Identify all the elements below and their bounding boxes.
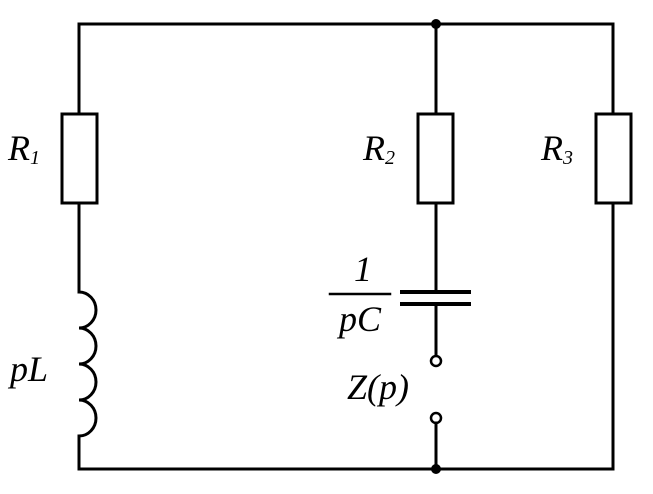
label-inductor: pL xyxy=(7,349,48,389)
label-r1-main: R xyxy=(7,128,30,168)
label-r3-sub: 3 xyxy=(562,147,573,169)
label-r2-sub: 2 xyxy=(385,147,395,169)
inductor-coil xyxy=(78,290,98,438)
label-r3: R3 xyxy=(540,128,573,169)
label-r1: R1 xyxy=(7,128,40,169)
junction-bottom xyxy=(431,464,441,474)
label-capacitor-numerator: 1 xyxy=(354,249,372,289)
label-capacitor-denominator: pC xyxy=(336,299,382,339)
label-r1-sub: 1 xyxy=(30,147,40,169)
junction-top xyxy=(431,19,441,29)
label-impedance: Z(p) xyxy=(347,367,409,407)
resistor-r1 xyxy=(60,112,99,205)
label-r3-main: R xyxy=(540,128,563,168)
label-r2-main: R xyxy=(362,128,385,168)
resistor-r3 xyxy=(594,112,633,205)
label-r2: R2 xyxy=(362,128,395,169)
resistor-r2 xyxy=(416,112,455,205)
terminal-top xyxy=(429,354,443,368)
